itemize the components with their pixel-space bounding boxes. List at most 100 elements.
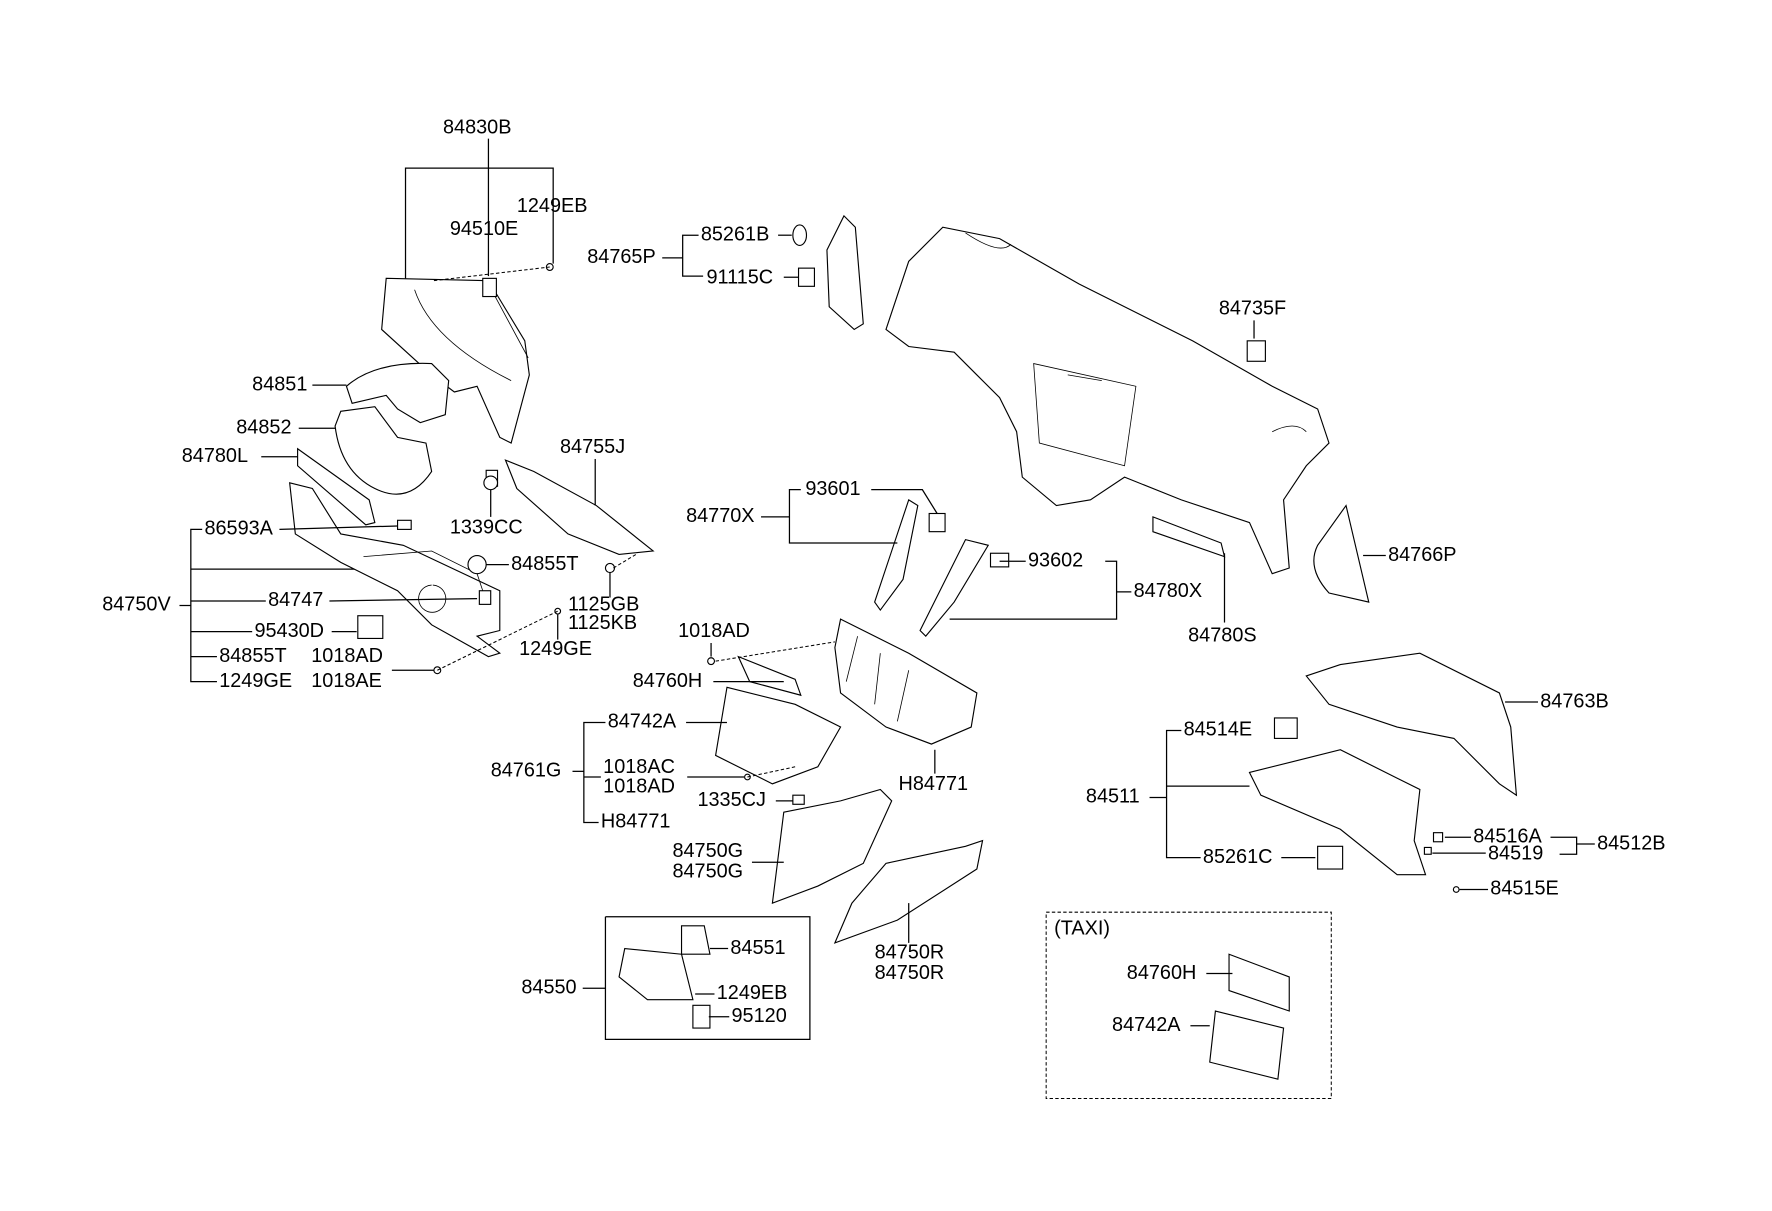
part-label: 84519: [1488, 843, 1543, 865]
label-part: [797, 267, 816, 287]
screw-dashline: [715, 641, 835, 662]
seal-part: [792, 224, 808, 246]
part-label: 84747: [268, 589, 323, 611]
part-label: H84771: [898, 773, 968, 795]
steering-upper-shroud-part: [345, 362, 450, 424]
part-label: 84852: [236, 417, 291, 439]
part-label: 84742A: [1112, 1014, 1181, 1036]
crossbar-part: [504, 459, 655, 555]
leader-line: [949, 560, 1118, 620]
leader-line: [871, 489, 938, 514]
airbag-group-box: [604, 916, 811, 1041]
part-label: 84830B: [443, 117, 511, 139]
side-panel-lower-part: [771, 788, 893, 904]
airbag-cover-part: [680, 925, 711, 955]
part-label: 84763B: [1540, 690, 1608, 712]
clip-part: [792, 794, 805, 805]
screw-part: [483, 475, 499, 491]
screw-part: [707, 657, 716, 666]
part-label: 84855T: [511, 553, 578, 575]
part-label: 91115C: [707, 267, 774, 289]
part-label: 84780X: [1134, 580, 1202, 602]
part-label: 84750V: [102, 594, 171, 616]
part-label: 84760H: [633, 670, 703, 692]
part-label: 84750R: [875, 962, 945, 984]
taxi-fascia-part: [1209, 1010, 1285, 1080]
part-label: 1339CC: [450, 517, 523, 539]
part-label: 1125KB: [568, 612, 637, 634]
knee-panel-part: [297, 447, 376, 526]
part-label: 95120: [732, 1005, 787, 1027]
leader-line: [279, 525, 398, 531]
part-label: 1335CJ: [697, 789, 765, 811]
screw-dashline: [613, 553, 637, 569]
part-label: 84516A: [1473, 825, 1542, 847]
part-label: 85261B: [701, 223, 769, 245]
part-label: H84771: [601, 811, 671, 833]
hood-part: [737, 655, 802, 697]
part-label: 84550: [521, 977, 576, 999]
label-part: [1317, 845, 1344, 870]
part-labels: 84830B1249EB94510E84765P85261B91115C8473…: [102, 117, 1665, 1036]
grommet-part: [467, 554, 487, 575]
clip-part: [478, 590, 492, 605]
part-label: 84851: [252, 373, 307, 395]
part-label: 84855T: [219, 645, 286, 667]
taxi-hood-part: [1228, 953, 1290, 1012]
part-label: 94510E: [450, 218, 518, 240]
side-panel-part: [826, 214, 864, 331]
side-cover-part: [1313, 504, 1370, 603]
crash-pad-detail: [965, 232, 1307, 467]
taxi-group-box: [1045, 911, 1332, 1099]
part-label: 1018AC: [603, 756, 675, 778]
center-fascia-part: [714, 686, 842, 785]
screw-part: [604, 562, 616, 574]
airbag-sensor-part: [692, 1004, 711, 1029]
crash-pad-part: [885, 226, 1330, 575]
part-label: 84750R: [875, 941, 945, 963]
part-label: 84750G: [672, 840, 743, 862]
part-label: 93602: [1028, 549, 1083, 571]
pillar-trim-part: [874, 498, 919, 612]
part-label: 84511: [1086, 786, 1140, 808]
part-label: 1018AD: [678, 620, 750, 642]
label-part: [1273, 717, 1298, 739]
steering-lower-shroud-part: [334, 406, 433, 495]
leader-line: [788, 489, 898, 544]
part-label: 84735F: [1219, 297, 1286, 319]
part-label: 84770X: [686, 505, 754, 527]
lower-panel-detail: [363, 550, 484, 613]
part-label: 84551: [730, 937, 785, 959]
leader-lines: [179, 138, 1595, 1099]
part-label: (TAXI): [1054, 917, 1110, 939]
airbag-module-part: [618, 947, 694, 1001]
part-label: 1018AE: [311, 670, 382, 692]
leader-line: [1550, 836, 1578, 855]
leader-line: [404, 167, 554, 279]
leader-line: [1165, 729, 1201, 859]
part-label: 84755J: [560, 436, 625, 458]
part-label: 1249EB: [517, 195, 588, 217]
part-label: 1018AD: [603, 775, 675, 797]
part-label: 93601: [805, 478, 860, 500]
part-label: 84515E: [1490, 878, 1558, 900]
part-drawings: [288, 214, 1518, 1080]
part-label: 95430D: [254, 620, 324, 642]
part-label: 84761G: [491, 760, 562, 782]
part-label: 84780S: [1188, 624, 1256, 646]
trim-strip-part: [1152, 516, 1226, 558]
part-label: 84760H: [1127, 962, 1197, 984]
latch-part: [1423, 846, 1432, 855]
screw-dashline: [747, 766, 796, 778]
clip-part: [396, 519, 412, 530]
leader-line: [329, 598, 478, 602]
part-label: 1249GE: [519, 638, 592, 660]
glove-box-housing-part: [1305, 652, 1518, 797]
part-label: 84750G: [672, 861, 743, 883]
part-label: 86593A: [204, 518, 273, 540]
leader-line: [682, 234, 704, 277]
switch-part: [989, 552, 1010, 568]
part-label: 1249EB: [717, 982, 788, 1004]
part-label: 84512B: [1597, 832, 1665, 854]
